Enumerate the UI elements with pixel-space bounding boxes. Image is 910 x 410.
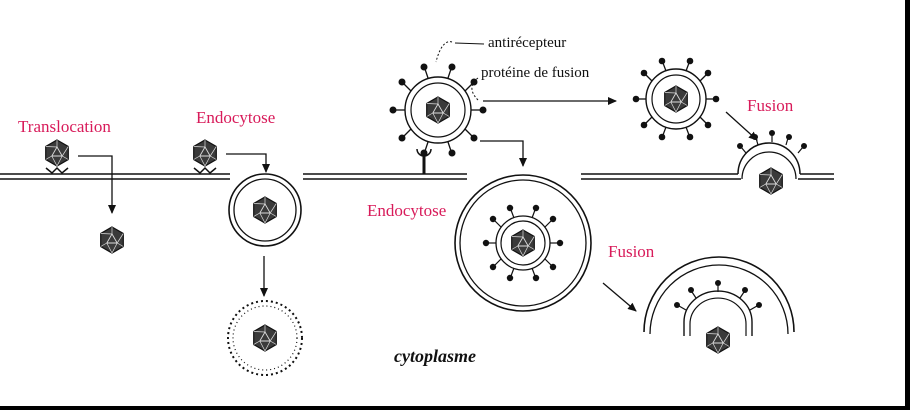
endocytosis-arrow-right [480,140,527,167]
virus-capsid-icon [45,139,69,167]
endocytosis-pathway-left [193,139,303,376]
fusion-arrow-right [725,111,758,141]
label-translocation: Translocation [18,117,111,136]
receptor-icon [45,166,69,175]
frame-bottom-border [0,406,910,410]
enveloped-virus-top [389,63,487,157]
large-endosome [454,174,592,312]
translocation-pathway [45,139,124,254]
membrane-receptor [416,148,432,174]
label-proteine-fusion: protéine de fusion [481,65,590,81]
receptor-icon [193,166,217,175]
virus-capsid-icon [253,196,277,224]
degrading-vesicle [227,300,303,376]
virus-capsid-icon [100,226,124,254]
endocytic-vesicle [228,173,302,247]
frame-right-border [905,0,910,410]
fusion-protein-pointer [471,77,479,101]
plasma-membrane [0,173,834,180]
virus-capsid-icon [193,139,217,167]
label-fusion-top: Fusion [747,96,794,115]
endosomal-fusion-site [643,256,795,336]
virus-capsid-icon [426,96,450,124]
virus-capsid-icon [664,85,688,113]
enveloped-virus-right [632,57,720,141]
fusion-arrow-endosome [602,282,637,312]
virus-capsid-icon [759,167,783,195]
label-cytoplasme: cytoplasme [394,346,476,366]
label-endocytose-left: Endocytose [196,108,276,127]
antirecepteur-pointer [435,41,453,63]
label-fusion-bottom: Fusion [608,242,655,261]
membrane-fusion-site [737,130,807,180]
endocytosis-arrow [226,153,270,173]
translocation-arrow [78,155,116,214]
virus-capsid-icon [706,326,730,354]
spike-protein-icon [482,204,564,282]
virus-capsid-icon [511,229,535,257]
label-endocytose-right: Endocytose [367,201,447,220]
label-antirecepteur: antirécepteur [488,35,567,51]
virus-capsid-icon [253,324,277,352]
spike-protein-icon [632,57,720,141]
spike-protein-icon [389,63,487,157]
